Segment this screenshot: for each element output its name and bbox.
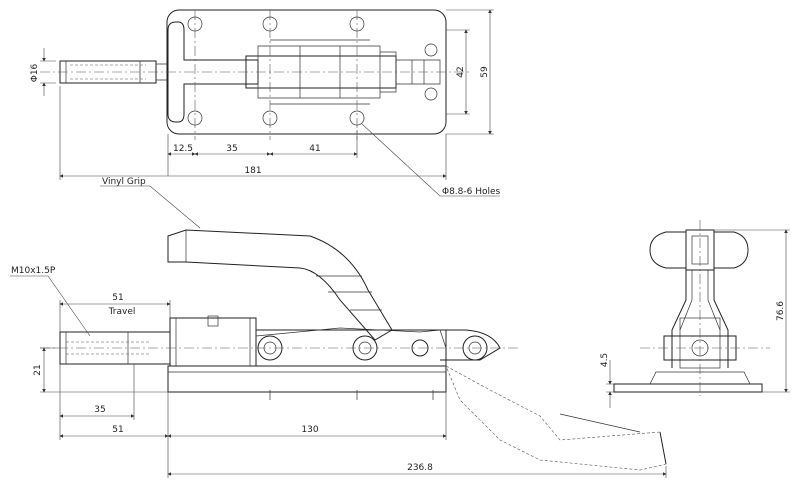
label-thread: M10x1.5P: [11, 266, 56, 276]
dim-21: 21: [33, 364, 43, 375]
label-travel: Travel: [108, 307, 136, 317]
side-body: [169, 317, 257, 367]
dim-51-travel: 51: [112, 293, 123, 303]
dim-35-top: 35: [226, 144, 237, 154]
mounting-holes: [187, 16, 438, 126]
dim-12-5: 12.5: [173, 144, 193, 154]
side-view: Vinyl Grip M10x1.5P 51 Travel 21 35 51 1…: [10, 177, 667, 478]
dim-236-8: 236.8: [407, 463, 433, 473]
dim-35-side: 35: [94, 405, 105, 415]
end-base: [613, 383, 763, 393]
top-view: Φ16 42 59 12.5 35 41 181 Φ8.8-6 Holes: [30, 9, 501, 197]
dim-59: 59: [480, 66, 490, 78]
dim-42: 42: [456, 66, 466, 77]
holes-note: Φ8.8-6 Holes: [442, 187, 501, 197]
handle-up: [167, 229, 393, 341]
dim-181: 181: [244, 166, 261, 176]
end-view: 76.6 4.5: [600, 220, 790, 408]
dim-shaft-diameter: Φ16: [30, 63, 40, 82]
dim-51-base: 51: [112, 425, 123, 435]
handle-down-phantom: [445, 365, 667, 471]
dim-76-6: 76.6: [776, 301, 786, 321]
side-base: [167, 365, 447, 393]
dim-130: 130: [301, 425, 318, 435]
dim-41: 41: [309, 144, 320, 154]
label-vinyl-grip: Vinyl Grip: [102, 177, 146, 187]
dim-4-5: 4.5: [600, 353, 610, 367]
